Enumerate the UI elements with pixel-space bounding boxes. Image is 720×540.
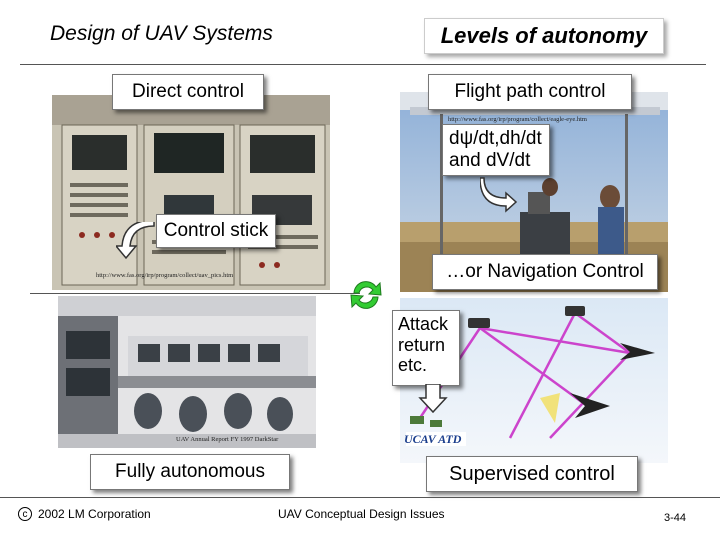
page-number: 3-44	[664, 512, 687, 524]
copyright-text: 2002 LM Corporation	[38, 507, 151, 521]
direct-control-url[interactable]: http://www.fas.org/irp/program/collect/u…	[96, 272, 234, 279]
curved-down-arrow-icon	[418, 384, 448, 414]
autonomous-photo	[58, 296, 316, 448]
fully-autonomous-callout: Fully autonomous	[90, 454, 290, 490]
flight-path-url[interactable]: http://www.fas.org/irp/program/collect/e…	[448, 116, 587, 123]
curved-down-arrow-icon	[116, 222, 155, 260]
supervised-control-callout: Supervised control	[426, 456, 638, 492]
ucav-logo: UCAV ATD	[404, 432, 462, 446]
curved-down-arrow-icon	[480, 177, 518, 213]
autonomous-credit: UAV Annual Report FY 1997 DarkStar	[176, 436, 279, 443]
attack-line-3: etc.	[398, 355, 428, 376]
attack-line-1: Attack	[398, 314, 449, 334]
flight-path-callout: Flight path control	[428, 74, 632, 110]
slide-title: Levels of autonomy	[424, 18, 664, 54]
course-title: Design of UAV Systems	[50, 22, 273, 45]
footer-course: UAV Conceptual Design Issues	[278, 507, 445, 521]
cycle-arrows-icon	[350, 281, 382, 309]
direct-control-callout: Direct control	[112, 74, 264, 110]
footer-divider	[0, 497, 720, 498]
rates-callout: dψ/dt,dh/dt and dV/dt	[442, 124, 550, 176]
copyright: c 2002 LM Corporation	[18, 507, 151, 521]
rates-line-1: dψ/dt,dh/dt	[449, 128, 542, 149]
navigation-control-callout: …or Navigation Control	[432, 254, 658, 290]
attack-callout: Attack return etc.	[392, 310, 460, 386]
copyright-icon: c	[18, 507, 32, 521]
attack-line-2: return	[398, 334, 446, 355]
mid-divider	[30, 293, 360, 294]
header-divider	[20, 64, 706, 65]
control-stick-callout: Control stick	[156, 214, 276, 248]
direct-control-photo	[52, 95, 330, 290]
rates-line-2: and dV/dt	[449, 149, 531, 171]
